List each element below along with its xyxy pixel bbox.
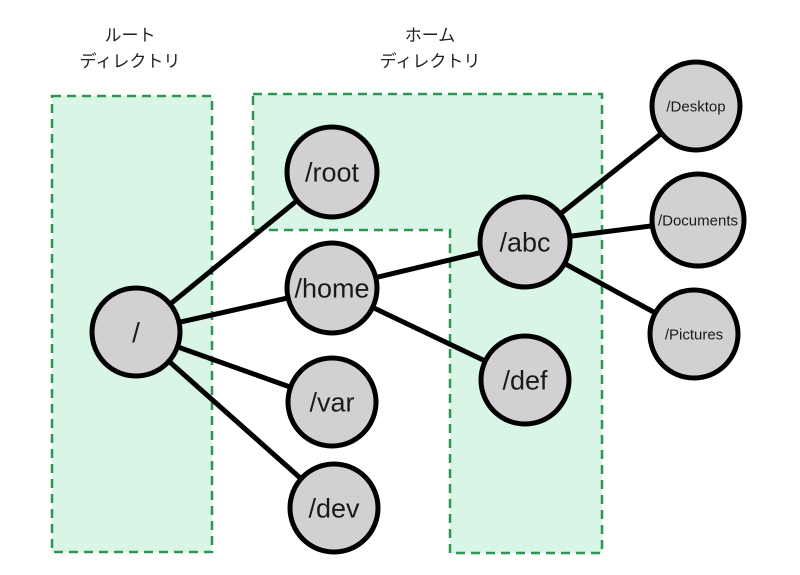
node-def-label: /def (502, 365, 548, 395)
node-home-circle (284, 240, 380, 336)
node-root-label: / (132, 317, 140, 348)
node-desktop: /Desktop (649, 59, 743, 153)
node-abc: /abc (477, 194, 573, 290)
node-var-label: /var (309, 387, 354, 417)
node-root-circle (89, 285, 183, 379)
node-home-label: /home (294, 273, 369, 303)
node-desktop-circle (649, 59, 743, 153)
node-documents-label: /Documents (658, 212, 738, 229)
node-pictures-circle (647, 287, 741, 381)
node-slashroot-circle (284, 124, 380, 220)
node-home: /home (284, 240, 380, 336)
node-pictures: /Pictures (647, 287, 741, 381)
node-abc-circle (477, 194, 573, 290)
node-def: /def (478, 333, 572, 427)
node-dev: /dev (287, 461, 381, 555)
node-dev-label: /dev (308, 493, 360, 523)
home-region-label-line1: ホーム (405, 26, 456, 45)
root-region-label-line2: ディレクトリ (80, 51, 181, 71)
node-slashroot-label: /root (305, 157, 360, 187)
node-root: / (89, 285, 183, 379)
home-region-label-line2: ディレクトリ (380, 51, 481, 71)
nodes: / /root /home /var /dev /abc (89, 59, 747, 555)
node-slashroot: /root (284, 124, 380, 220)
node-pictures-label: /Pictures (665, 326, 723, 343)
root-region-label-line1: ルート (105, 26, 156, 45)
node-abc-label: /abc (499, 227, 550, 257)
node-var-circle (285, 355, 379, 449)
node-documents-circle (649, 171, 747, 269)
node-desktop-label: /Desktop (666, 98, 725, 115)
node-dev-circle (287, 461, 381, 555)
node-def-circle (478, 333, 572, 427)
node-documents: /Documents (649, 171, 747, 269)
node-var: /var (285, 355, 379, 449)
